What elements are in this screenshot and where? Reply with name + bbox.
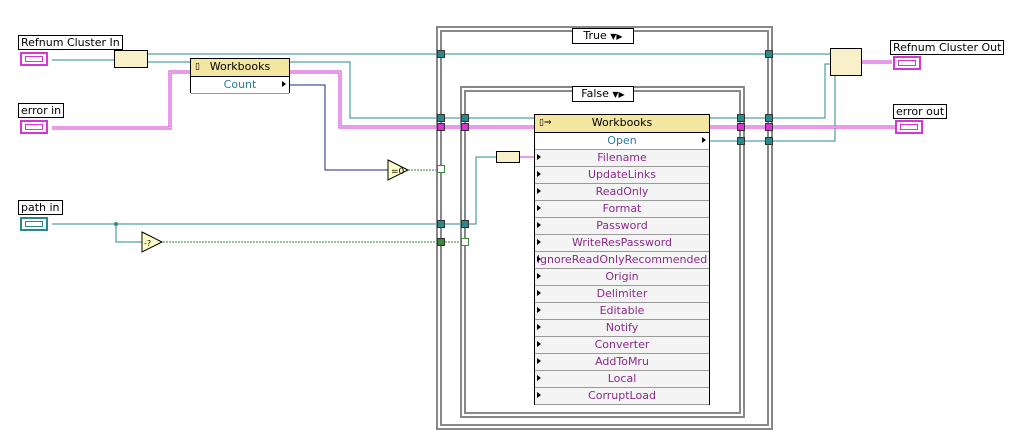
tunnel-bool-outer-left <box>437 238 445 246</box>
path-in-terminal[interactable] <box>20 217 48 231</box>
unbundle-icon[interactable] <box>114 50 148 68</box>
error-out-label: error out <box>893 104 948 119</box>
open-param-origin[interactable]: Origin <box>535 269 709 286</box>
open-param-format[interactable]: Format <box>535 201 709 218</box>
param-label: Delimiter <box>596 287 648 300</box>
error-wire-in-inner <box>52 71 190 129</box>
param-label: UpdateLinks <box>587 168 657 181</box>
param-label: Password <box>596 219 648 232</box>
path-wire-to-str <box>466 156 496 225</box>
tunnel-error-outer-left <box>437 123 445 131</box>
param-label: Local <box>607 372 637 385</box>
refnum-in-label: Refnum Cluster In <box>18 35 123 50</box>
case-selector-terminal-inner <box>461 238 469 246</box>
open-param-password[interactable]: Password <box>535 218 709 235</box>
invoke-node-icon: ▯⇒ <box>539 118 552 128</box>
path-wire-branch <box>115 224 142 243</box>
refnum-in-terminal[interactable] <box>20 52 48 66</box>
refnum-out-label: Refnum Cluster Out <box>890 40 1005 55</box>
error-wire-mid-inner <box>290 71 534 128</box>
param-label: Format <box>602 202 642 215</box>
open-param-local[interactable]: Local <box>535 371 709 388</box>
refnum-wire-open-out <box>710 63 830 119</box>
svg-text:-?: -? <box>144 239 151 248</box>
workbooks-property-node[interactable]: ▯ Workbooks Count <box>190 58 290 94</box>
not-a-path-icon <box>141 231 164 253</box>
param-label: Origin <box>605 270 639 283</box>
param-label: Editable <box>599 304 645 317</box>
open-param-writerespassword[interactable]: WriteResPassword <box>535 235 709 252</box>
tunnel-error-inner-left <box>461 123 469 131</box>
param-label: Converter <box>594 338 650 351</box>
error-in-label: error in <box>18 103 65 118</box>
tunnel-refnum-outer-left <box>437 50 445 58</box>
refnum-wire-wb-out <box>290 61 534 119</box>
workbooks-title: Workbooks <box>209 60 271 73</box>
param-label: WriteResPassword <box>571 236 673 249</box>
tunnel-path-outer-left <box>437 220 445 228</box>
property-node-header: ▯ Workbooks <box>191 59 289 77</box>
open-param-editable[interactable]: Editable <box>535 303 709 320</box>
error-wire-in <box>52 70 190 130</box>
equal-zero-icon <box>387 159 410 181</box>
refnum-out-terminal[interactable] <box>893 56 921 70</box>
open-param-addtomru[interactable]: AddToMru <box>535 354 709 371</box>
param-label: Notify <box>605 321 639 334</box>
param-label: IgnoreReadOnlyRecommended <box>536 253 708 266</box>
bundle-icon[interactable] <box>830 48 862 76</box>
tunnel-path-inner-left <box>461 220 469 228</box>
inner-case-selector[interactable]: False ▼▶ <box>572 86 634 102</box>
case-selector-terminal-outer <box>437 165 445 173</box>
error-in-terminal[interactable] <box>20 120 48 134</box>
outer-case-selector[interactable]: True ▼▶ <box>572 28 634 44</box>
tunnel-refnum-inner-right <box>737 114 745 122</box>
open-param-readonly[interactable]: ReadOnly <box>535 184 709 201</box>
param-label: AddToMru <box>595 355 649 368</box>
tunnel-refnum-outer-right2 <box>765 114 773 122</box>
tunnel-refnum-outer-right <box>765 50 773 58</box>
invoke-node-title: Workbooks <box>591 116 653 129</box>
open-param-filename[interactable]: Filename <box>535 150 709 167</box>
open-param-converter[interactable]: Converter <box>535 337 709 354</box>
path-to-string-icon[interactable] <box>496 151 520 163</box>
tunnel-ref2-inner-right <box>737 137 745 145</box>
count-property[interactable]: Count <box>191 77 289 94</box>
tunnel-error-inner-right <box>737 123 745 131</box>
open-param-updatelinks[interactable]: UpdateLinks <box>535 167 709 184</box>
open-method[interactable]: Open <box>535 133 709 150</box>
open-param-notify[interactable]: Notify <box>535 320 709 337</box>
count-wire <box>290 84 388 171</box>
open-param-ignorereadonlyrecommended[interactable]: IgnoreReadOnlyRecommended <box>535 252 709 269</box>
svg-text:=0: =0 <box>391 167 405 177</box>
tunnel-error-outer-right <box>765 123 773 131</box>
open-param-delimiter[interactable]: Delimiter <box>535 286 709 303</box>
param-label: Filename <box>597 151 647 164</box>
invoke-node-header: ▯⇒ Workbooks <box>535 115 709 133</box>
open-param-corruptload[interactable]: CorruptLoad <box>535 388 709 405</box>
error-out-terminal[interactable] <box>895 120 923 134</box>
path-in-label: path in <box>18 200 63 215</box>
tunnel-refnum2-outer-left <box>437 114 445 122</box>
property-node-icon: ▯ <box>195 62 200 72</box>
tunnel-ref2-outer-right <box>765 137 773 145</box>
param-label: ReadOnly <box>595 185 649 198</box>
tunnel-refnum-inner-left <box>461 114 469 122</box>
param-label: CorruptLoad <box>588 389 656 402</box>
